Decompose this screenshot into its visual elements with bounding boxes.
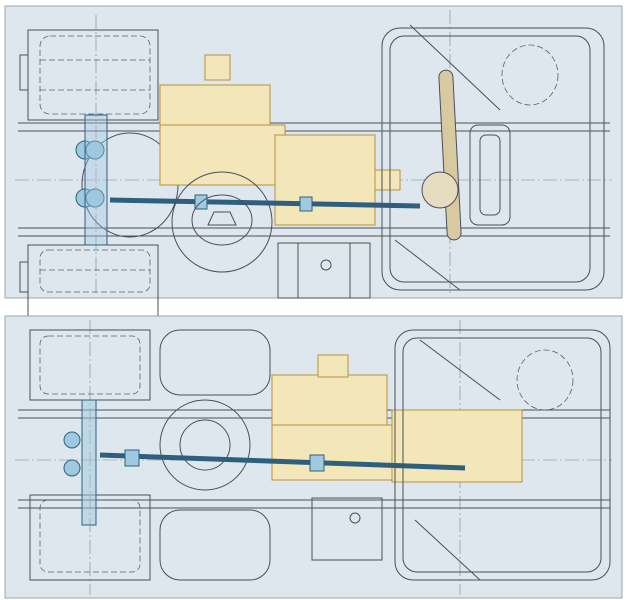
driveshaft-2	[63, 399, 466, 526]
engine-2	[271, 354, 523, 483]
bottom-view-panel	[4, 315, 623, 599]
spare-wheel-2	[159, 399, 251, 491]
engine	[159, 54, 401, 226]
fuel-tank-2	[311, 497, 383, 561]
rear-wheel-top-left	[19, 29, 159, 121]
cab	[381, 24, 605, 291]
spare-wheel	[171, 171, 273, 273]
fuel-tank	[277, 242, 371, 299]
chassis-rails	[18, 122, 610, 237]
cab-2	[394, 329, 611, 581]
top-view-panel	[4, 5, 623, 333]
